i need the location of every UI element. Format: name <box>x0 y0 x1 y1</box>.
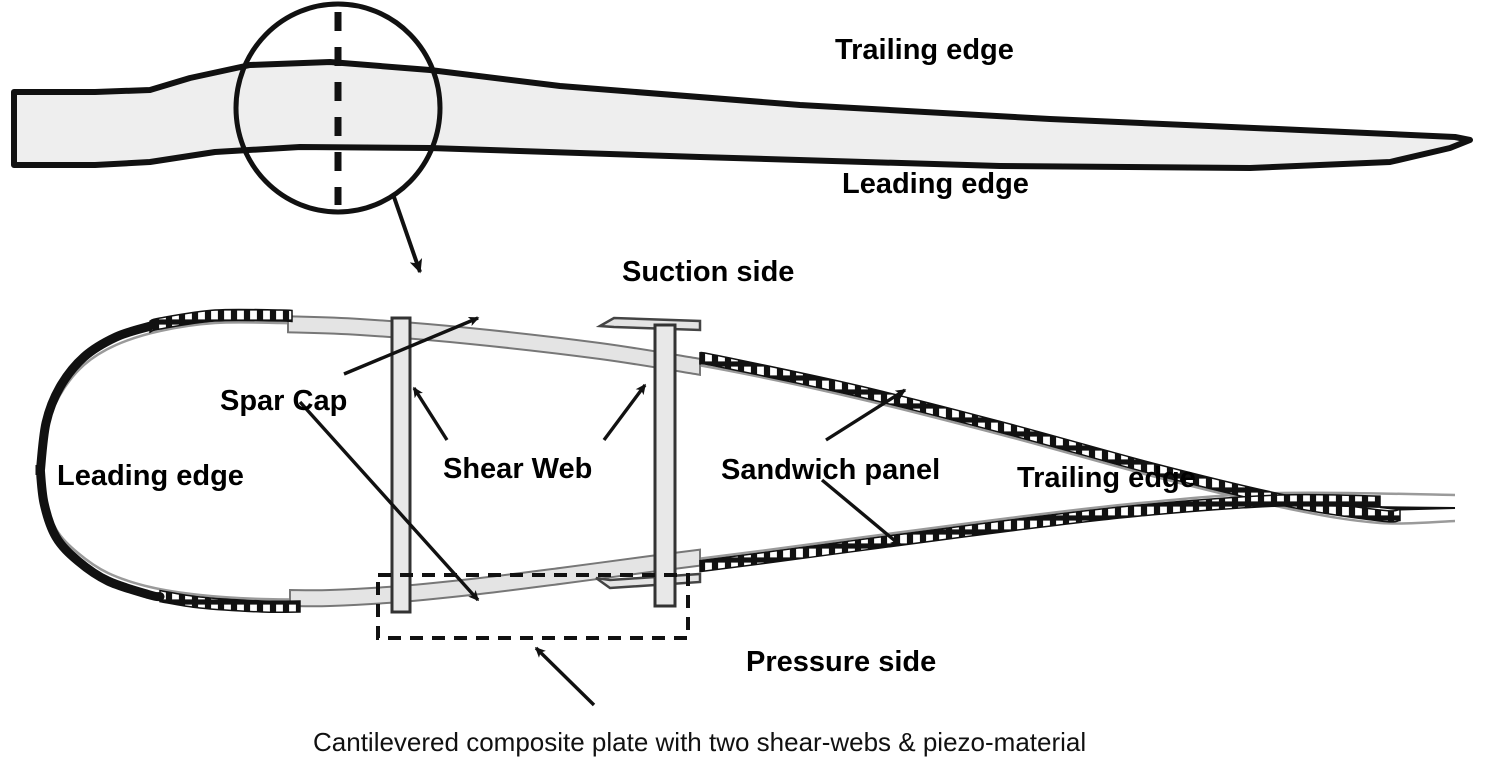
sandwich-panel-leader-lower <box>820 478 902 547</box>
section-callout-arrow <box>392 196 423 274</box>
upper-forward-sandwich-panel <box>149 308 293 334</box>
figure-caption: Cantilevered composite plate with two sh… <box>313 727 1087 757</box>
section-trailing-edge-label: Trailing edge <box>1017 462 1196 494</box>
upper-aft-sandwich-panel <box>699 351 1401 523</box>
blade-planform-group <box>11 1 1473 274</box>
spar-cap-step-notch-upper <box>595 316 702 332</box>
lower-forward-sandwich-panel <box>159 589 301 614</box>
spar-cap-leader-lower <box>298 400 480 602</box>
spar-cap-leader-upper <box>343 316 480 376</box>
planform-leading-edge-label: Leading edge <box>842 168 1029 200</box>
leading-edge-nose-skin <box>35 321 165 602</box>
leader-line-group <box>298 316 907 707</box>
detail-region-dashed-box <box>376 573 690 640</box>
sandwich-panel-leader-upper <box>825 388 907 442</box>
section-callout-circle <box>233 1 443 215</box>
shear-web-label: Shear Web <box>443 453 593 485</box>
airfoil-cross-section-group <box>35 308 1456 707</box>
shear-web-leader-right <box>602 383 647 442</box>
section-leading-edge-label: Leading edge <box>57 460 244 492</box>
sandwich-panel-label: Sandwich panel <box>721 454 941 486</box>
detail-box-leader <box>534 646 596 707</box>
trailing-edge-wedge <box>1379 506 1456 511</box>
shear-web-leader-left <box>412 386 449 441</box>
shear-web-group <box>390 316 677 614</box>
planform-trailing-edge-label: Trailing edge <box>835 34 1014 66</box>
pressure-side-label: Pressure side <box>746 646 937 678</box>
suction-side-label: Suction side <box>622 256 795 288</box>
forward-shear-web <box>390 316 412 614</box>
aft-shear-web <box>653 323 677 608</box>
blade-planform-outline <box>11 59 1473 171</box>
spar-cap-label: Spar Cap <box>220 385 348 417</box>
